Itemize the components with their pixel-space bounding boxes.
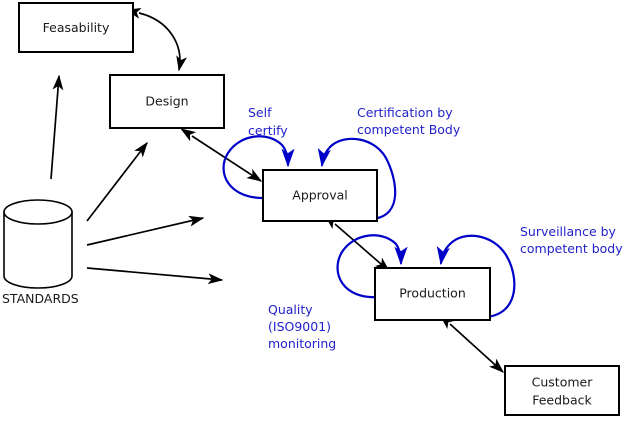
annotation-self-certify: Self certify <box>248 105 288 138</box>
node-feasability-label: Feasability <box>43 20 110 35</box>
annotation-certification-competent-body: Certification by competent Body <box>357 105 461 137</box>
node-customer-feedback-box[interactable] <box>504 365 620 416</box>
annotation-certification-line1: Certification by <box>357 105 453 120</box>
annotation-surveillance-line2: competent body <box>520 241 623 256</box>
node-design-label: Design <box>145 94 188 109</box>
node-feasability[interactable]: Feasability <box>18 2 134 53</box>
datastore-label: STANDARDS <box>2 291 79 306</box>
node-approval-label: Approval <box>292 188 347 203</box>
node-customer-feedback-label-line1: Customer <box>532 375 594 390</box>
node-approval-box[interactable] <box>262 169 378 222</box>
annotation-surveillance-competent-body: Surveillance by competent body <box>520 224 623 256</box>
node-feasability-box[interactable] <box>18 2 134 53</box>
node-production-box[interactable] <box>374 267 491 321</box>
annotation-self-certify-line2: certify <box>248 123 288 138</box>
loop-certification-competent-body <box>317 137 397 221</box>
node-customer-feedback-label-line2: Feedback <box>532 393 592 408</box>
flow-standards-design <box>86 141 148 222</box>
node-approval[interactable]: Approval <box>262 169 378 222</box>
node-production[interactable]: Production <box>374 267 491 321</box>
node-production-label: Production <box>399 286 466 301</box>
node-customer-feedback[interactable]: Customer Feedback <box>504 365 620 416</box>
flow-standards-approval <box>86 215 205 246</box>
loop-surveillance-competent-body <box>436 234 516 319</box>
flow-design-approval <box>180 128 263 182</box>
annotation-certification-line2: competent Body <box>357 122 461 137</box>
annotation-self-certify-line1: Self <box>248 105 272 120</box>
flow-standards-feasability <box>50 74 64 180</box>
annotation-quality-line3: monitoring <box>268 336 336 351</box>
flow-standards-production <box>86 267 224 285</box>
flow-approval-production <box>324 214 391 272</box>
node-design[interactable]: Design <box>109 74 225 129</box>
annotation-quality-line2: (ISO9001) <box>268 319 331 334</box>
loop-self-certify <box>222 135 295 200</box>
flow-production-customer-feedback <box>439 314 505 373</box>
loop-quality-monitoring <box>336 234 408 299</box>
annotation-quality-line1: Quality <box>268 302 313 317</box>
annotation-surveillance-line1: Surveillance by <box>520 224 617 239</box>
cylinder-body <box>3 211 73 289</box>
datastore-standards: STANDARDS <box>2 199 79 306</box>
annotation-quality-monitoring: Quality (ISO9001) monitoring <box>268 302 336 351</box>
flow-feasability-design <box>125 8 187 72</box>
cylinder-top <box>3 199 73 225</box>
node-design-box[interactable] <box>109 74 225 129</box>
